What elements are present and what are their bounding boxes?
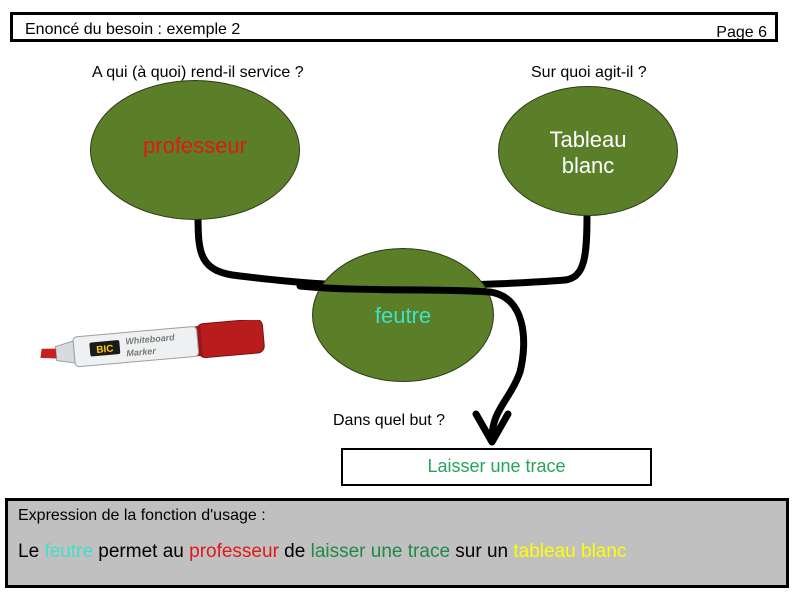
expression-part-goal: laisser une trace [310,541,451,562]
marker-brand: BIC [96,344,114,356]
question-goal: Dans quel but ? [333,412,446,429]
expression-part: sur un [450,541,514,562]
goal-answer-text: Laisser une trace [427,456,566,476]
header-bar: Enoncé du besoin : exemple 2 Page 6 [10,12,778,42]
expression-part-object: tableau blanc [513,541,627,562]
goal-answer-box: Laisser une trace [341,448,652,486]
object-label-line2: blanc [561,153,615,178]
page-title: Enoncé du besoin : exemple 2 [25,21,241,38]
marker-text1: Whiteboard [125,332,176,346]
expression-part: permet au [93,541,190,562]
product-label: feutre [374,303,432,328]
user-ellipse: professeur [90,80,300,220]
whiteboard-marker-icon: BIC Whiteboard Marker [40,320,265,368]
question-acts-on: Sur quoi agit-il ? [531,64,647,81]
product-ellipse: feutre [312,248,494,382]
expression-label: Expression de la fonction d'usage : [18,507,266,524]
object-ellipse: Tableau blanc [498,86,678,216]
expression-part-product: feutre [44,541,94,562]
page-number: Page 6 [716,24,767,41]
expression-box: Expression de la fonction d'usage : Le f… [5,498,789,588]
expression-part-user: professeur [189,541,279,562]
object-label-line1: Tableau [549,127,627,152]
expression-part: de [278,541,311,562]
connector-to-goal [296,282,528,442]
marker-text2: Marker [126,346,157,359]
question-service: A qui (à quoi) rend-il service ? [92,64,304,81]
user-label: professeur [143,133,247,158]
expression-part: Le [18,541,45,562]
arrowhead [472,410,512,446]
expression-sentence: Le feutre permet au professeur de laisse… [18,541,626,563]
